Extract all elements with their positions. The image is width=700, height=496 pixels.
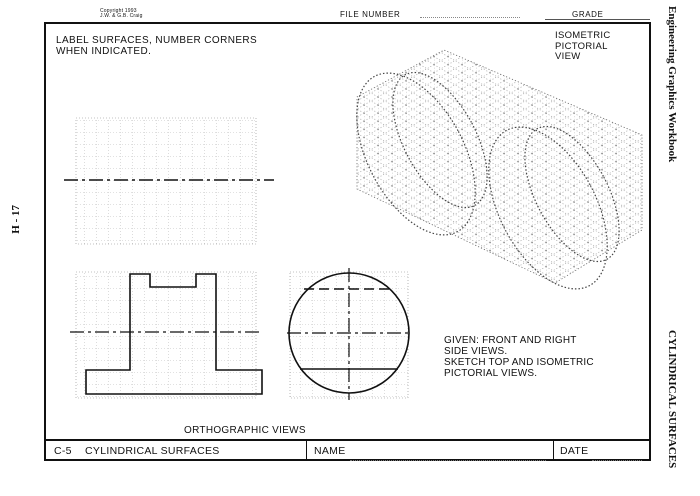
front-view-outline: [85, 273, 263, 395]
copyright-notice: Copyright 1993 J.W. & G.B. Craig: [100, 9, 143, 19]
date-label: DATE: [560, 445, 589, 457]
front-view: [70, 271, 263, 399]
grade-field[interactable]: [545, 19, 650, 20]
given-line-3: SKETCH TOP AND ISOMETRIC: [444, 357, 594, 368]
copyright-line-1: Copyright 1993: [100, 8, 137, 14]
iso-front-ellipse-inner: [392, 71, 488, 209]
top-view-grid: [64, 117, 274, 245]
title-block-left: C-5 CYLINDRICAL SURFACES: [54, 441, 314, 461]
file-number-field[interactable]: [420, 17, 520, 18]
given-line-2: SIDE VIEWS.: [444, 346, 508, 357]
title-block: C-5 CYLINDRICAL SURFACES NAME DATE: [44, 439, 651, 461]
copyright-line-2: J.W. & G.B. Craig: [100, 13, 143, 19]
instructions-line-1: LABEL SURFACES, NUMBER CORNERS: [56, 35, 258, 46]
iso-title-line-1: ISOMETRIC: [555, 30, 611, 41]
exercise-title: CYLINDRICAL SURFACES: [85, 445, 220, 457]
instructions-line-2: WHEN INDICATED.: [56, 46, 152, 57]
date-field[interactable]: DATE: [560, 441, 648, 461]
name-field[interactable]: NAME: [314, 441, 550, 461]
file-number-label: FILE NUMBER: [340, 10, 401, 19]
worksheet-frame: [44, 22, 651, 461]
workbook-title: Engineering Graphics Workbook: [666, 6, 678, 163]
chapter-title-side: CYLINDRICAL SURFACES: [666, 330, 678, 469]
given-line-1: GIVEN: FRONT AND RIGHT: [444, 335, 577, 346]
orthographic-views-label: ORTHOGRAPHIC VIEWS: [184, 425, 306, 436]
iso-title-line-2: PICTORIAL: [555, 40, 608, 52]
given-line-4: PICTORIAL VIEWS.: [444, 368, 538, 379]
iso-back-ellipse-inner: [524, 125, 620, 263]
iso-title-line-3: VIEW: [555, 51, 581, 62]
exercise-code: C-5: [54, 445, 72, 457]
isometric-grid: [356, 49, 643, 290]
grade-label: GRADE: [572, 10, 604, 19]
right-side-view: [287, 268, 411, 400]
given-instructions: GIVEN: FRONT AND RIGHT SIDE VIEWS. SKETC…: [444, 335, 594, 379]
isometric-view-title: ISOMETRIC PICTORIAL VIEW: [555, 30, 611, 63]
name-label: NAME: [314, 445, 346, 457]
title-block-divider-2: [553, 441, 554, 461]
instructions: LABEL SURFACES, NUMBER CORNERS WHEN INDI…: [56, 35, 257, 57]
title-block-divider-1: [306, 441, 307, 461]
